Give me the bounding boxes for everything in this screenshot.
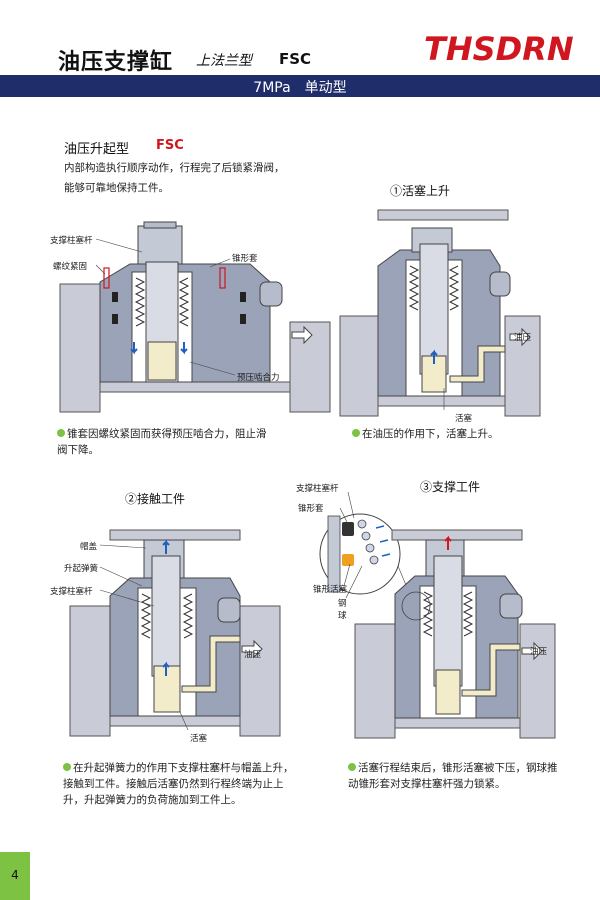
step2-label-cap: 帽盖 — [80, 542, 98, 552]
step2-label-spring: 升起弹簧 — [64, 564, 99, 574]
page-subtitle: 上法兰型 — [196, 53, 252, 69]
step3-label-taper-sleeve: 锥形套 — [298, 504, 324, 514]
label-preload: 预压啮合力 — [237, 373, 280, 383]
bullet-dot — [57, 429, 65, 437]
step3-label-steel: 钢 — [338, 599, 347, 609]
step3-label-taper-piston: 锥形活塞 — [313, 585, 348, 595]
structure-diagram — [59, 221, 331, 413]
step3-label-plunger: 支撑柱塞杆 — [296, 484, 339, 494]
step3-label-oil: 油压 — [530, 647, 548, 657]
page-number-tab — [0, 852, 30, 900]
bullet-dot — [63, 763, 71, 771]
step2-caption: 在升起弹簧力的作用下支撑柱塞杆与帽盖上升，接触到工件。接触后活塞仍然到行程终端为… — [63, 762, 294, 806]
step2-label-piston: 活塞 — [190, 734, 208, 744]
section-model: FSC — [156, 138, 184, 153]
step1-caption: 在油压的作用下，活塞上升。 — [352, 426, 562, 442]
model-code: FSC — [279, 50, 312, 68]
step2-diagram — [69, 529, 281, 737]
step3-caption: 活塞行程结束后，锥形活塞被下压，钢球推动锥形套对支撑柱塞杆强力锁紧。 — [348, 762, 558, 790]
label-support-plunger: 支撑柱塞杆 — [50, 236, 93, 246]
step3-title: ③支撑工件 — [420, 480, 481, 494]
structure-caption: 锥套因螺纹紧固而获得预压啮合力，阻止滑阀下降。 — [57, 428, 267, 456]
step1-title: ①活塞上升 — [390, 184, 451, 198]
section-title: 油压升起型 — [64, 142, 130, 157]
page-title: 油压支撑缸 — [58, 50, 174, 75]
header-bar-text: 7MPa 单动型 — [253, 80, 347, 96]
label-thread-lock: 螺纹紧固 — [53, 262, 88, 272]
step1-diagram — [339, 209, 541, 417]
bullet-dot — [352, 429, 360, 437]
step1-label-piston: 活塞 — [455, 414, 473, 424]
step1-label-oil: 油压 — [514, 333, 532, 343]
step3-diagram — [319, 491, 556, 739]
brand-logo: THSDRN — [424, 30, 574, 68]
step2-label-plunger: 支撑柱塞杆 — [50, 587, 93, 597]
label-taper-sleeve: 锥形套 — [232, 254, 258, 264]
step3-label-ball: 球 — [338, 611, 347, 621]
step2-label-oil: 油压 — [244, 650, 262, 660]
header-bar — [0, 75, 600, 97]
page-number: 4 — [11, 868, 19, 882]
section-description: 内部构造执行顺序动作，行程完了后锁紧滑阀，能够可靠地保持工件。 — [64, 162, 285, 194]
bullet-dot — [348, 763, 356, 771]
step2-title: ②接触工件 — [125, 492, 186, 506]
